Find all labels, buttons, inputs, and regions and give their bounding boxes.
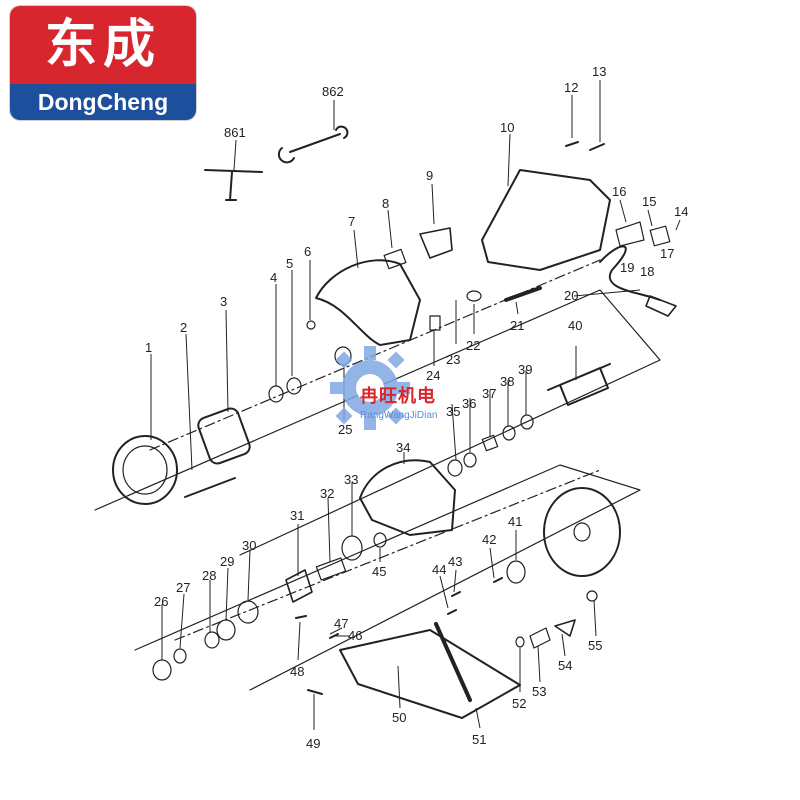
part-label: 3 <box>220 294 227 309</box>
part-label: 50 <box>392 710 406 725</box>
part-label: 18 <box>640 264 654 279</box>
base-plate-shape <box>339 629 521 719</box>
part-label: 5 <box>286 256 293 271</box>
part-label: 21 <box>510 318 524 333</box>
lower-plane-outline <box>134 464 641 691</box>
part-label: 16 <box>612 184 626 199</box>
part-label: 20 <box>564 288 578 303</box>
part-label: 32 <box>320 486 334 501</box>
motor-housing-shape <box>481 169 611 271</box>
part-label: 6 <box>304 244 311 259</box>
part-label: 53 <box>532 684 546 699</box>
watermark-subtitle: RangWangJiDian <box>360 410 438 421</box>
part-label: 36 <box>462 396 476 411</box>
part-label: 30 <box>242 538 256 553</box>
power-cord-shape <box>599 245 661 301</box>
stator-shape <box>197 407 251 465</box>
part-label: 8 <box>382 196 389 211</box>
part-label: 55 <box>588 638 602 653</box>
part-label: 7 <box>348 214 355 229</box>
part-label: 12 <box>564 80 578 95</box>
part-label: 48 <box>290 664 304 679</box>
handle-housing-shape <box>315 259 421 346</box>
part-label: 42 <box>482 532 496 547</box>
end-cap-shape <box>112 435 178 505</box>
armature-shape <box>547 363 611 406</box>
part-label: 49 <box>306 736 320 751</box>
part-label: 26 <box>154 594 168 609</box>
part-label: 15 <box>642 194 656 209</box>
part-label: 29 <box>220 554 234 569</box>
part-label: 51 <box>472 732 486 747</box>
spanner-shape <box>277 125 349 164</box>
part-label: 34 <box>396 440 410 455</box>
t-wrench-shape <box>204 169 263 201</box>
part-label: 38 <box>500 374 514 389</box>
part-label: 27 <box>176 580 190 595</box>
cutting-blade-shape <box>543 487 621 577</box>
part-label: 17 <box>660 246 674 261</box>
part-label: 35 <box>446 404 460 419</box>
part-label: 45 <box>372 564 386 579</box>
part-label: 37 <box>482 386 496 401</box>
part-label: 52 <box>512 696 526 711</box>
part-label: 862 <box>322 84 344 99</box>
part-label: 861 <box>224 125 246 140</box>
part-label: 19 <box>620 260 634 275</box>
part-label: 4 <box>270 270 277 285</box>
watermark-name: 冉旺机电 <box>360 386 436 407</box>
part-label: 47 <box>334 616 348 631</box>
part-label: 22 <box>466 338 480 353</box>
part-label: 13 <box>592 64 606 79</box>
part-label: 9 <box>426 168 433 183</box>
part-label: 24 <box>426 368 440 383</box>
part-label: 23 <box>446 352 460 367</box>
part-label: 14 <box>674 204 688 219</box>
part-label: 28 <box>202 568 216 583</box>
long-screw-shape <box>184 477 236 498</box>
part-label: 1 <box>145 340 152 355</box>
part-label: 10 <box>500 120 514 135</box>
part-label: 44 <box>432 562 446 577</box>
part-label: 40 <box>568 318 582 333</box>
gear-housing-shape <box>359 459 456 536</box>
part-label: 31 <box>290 508 304 523</box>
part-label: 54 <box>558 658 572 673</box>
part-label: 41 <box>508 514 522 529</box>
brand-logo: 东成 DongCheng <box>10 6 196 120</box>
gear-icon <box>330 346 410 430</box>
part-label: 25 <box>338 422 352 437</box>
part-label: 43 <box>448 554 462 569</box>
brand-name-cn: 东成 <box>10 6 196 84</box>
part-label: 2 <box>180 320 187 335</box>
brand-name-en: DongCheng <box>10 84 196 120</box>
part-label: 39 <box>518 362 532 377</box>
part-label: 33 <box>344 472 358 487</box>
part-label: 46 <box>348 628 362 643</box>
